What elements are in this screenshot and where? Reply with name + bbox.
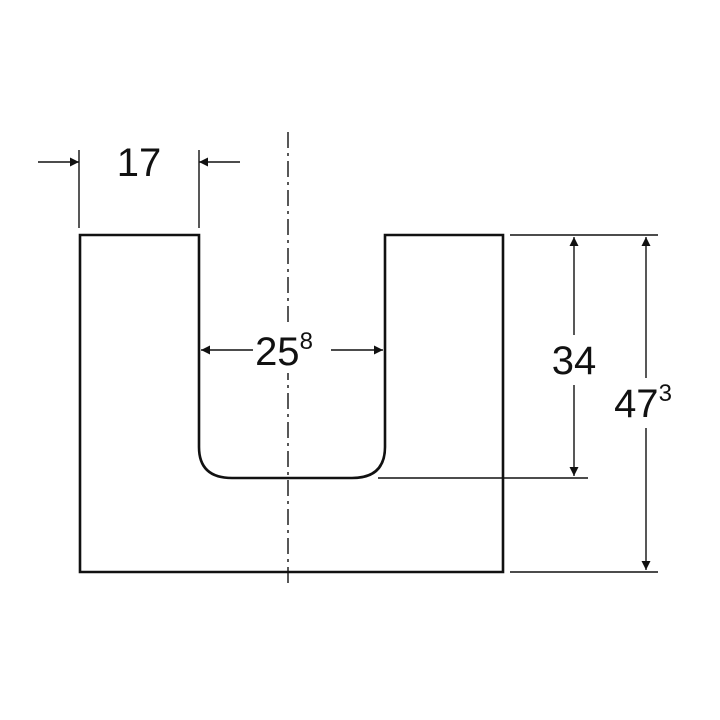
wall-width-label: 17 bbox=[117, 141, 162, 185]
part-outline bbox=[78, 233, 505, 574]
cutout-depth-dimension: 34 bbox=[378, 234, 597, 479]
total-height-dimension: 473 bbox=[510, 234, 684, 573]
gap-width-dimension: 258 bbox=[201, 325, 383, 374]
cutout-depth-label: 34 bbox=[552, 339, 597, 383]
total-height-label: 473 bbox=[614, 380, 672, 426]
gap-width-label: 258 bbox=[255, 328, 313, 374]
wall-width-dimension: 17 bbox=[38, 141, 240, 228]
